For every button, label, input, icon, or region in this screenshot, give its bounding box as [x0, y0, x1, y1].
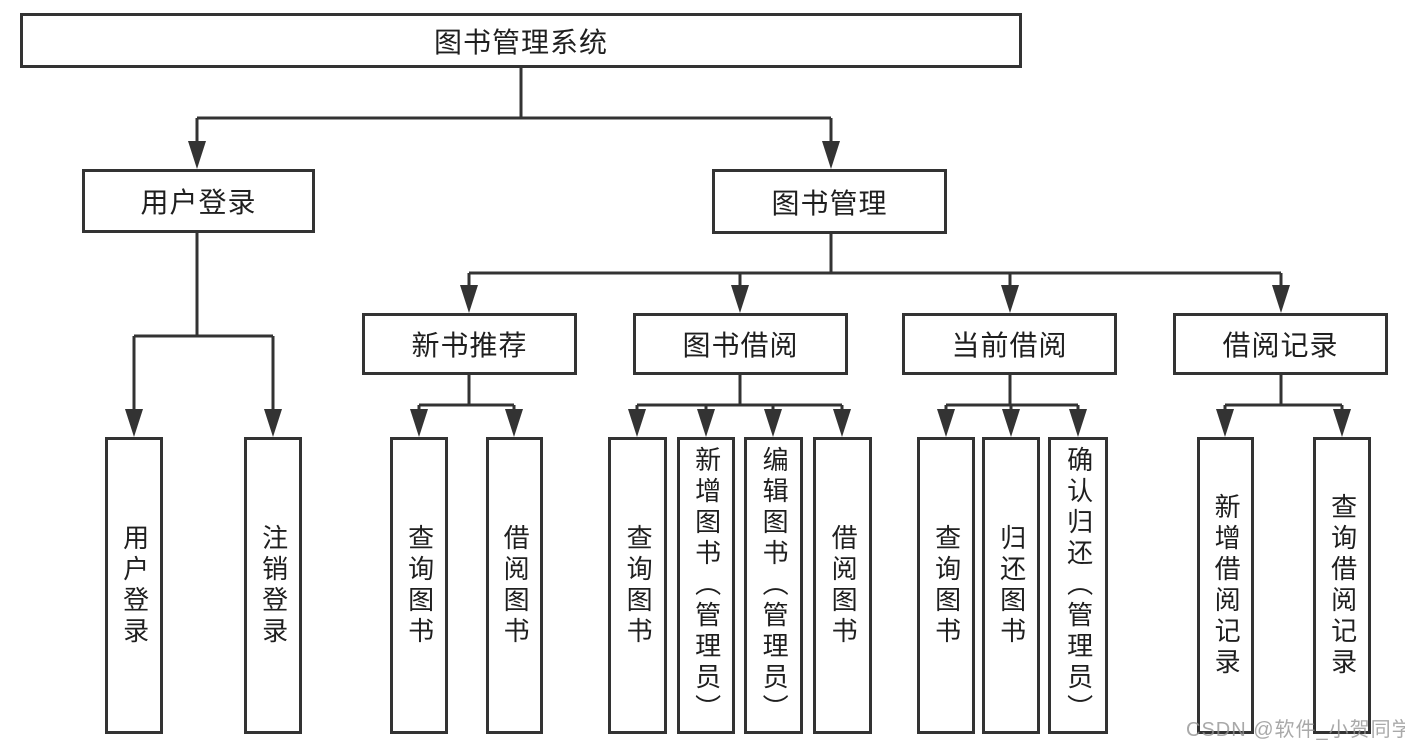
leaf-search-books-borrowing-label: 查询图书 [623, 523, 654, 648]
leaf-logout: 注销登录 [244, 437, 302, 734]
leaf-confirm-return-admin: 确认归还（管理员） [1048, 437, 1108, 734]
node-user-login: 用户登录 [82, 169, 315, 233]
leaf-confirm-return-admin-label: 确认归还（管理员） [1063, 446, 1094, 725]
leaf-borrow-books-borrowing-label: 借阅图书 [828, 523, 859, 648]
leaf-return-books-label: 归还图书 [996, 523, 1027, 648]
node-borrowing-records: 借阅记录 [1173, 313, 1388, 375]
leaf-add-borrow-record: 新增借阅记录 [1197, 437, 1254, 734]
node-book-management: 图书管理 [712, 169, 947, 234]
leaf-add-borrow-record-label: 新增借阅记录 [1211, 492, 1242, 679]
node-new-book-recommendation: 新书推荐 [362, 313, 577, 375]
leaf-search-books-current-label: 查询图书 [931, 523, 962, 648]
leaf-search-books-recommend: 查询图书 [390, 437, 448, 734]
leaf-user-login-label: 用户登录 [119, 523, 150, 648]
leaf-edit-book-admin: 编辑图书（管理员） [744, 437, 803, 734]
leaf-search-borrow-record: 查询借阅记录 [1313, 437, 1371, 734]
leaf-borrow-books-recommend-label: 借阅图书 [500, 523, 531, 648]
leaf-user-login: 用户登录 [105, 437, 163, 734]
leaf-borrow-books-recommend: 借阅图书 [486, 437, 543, 734]
node-current-borrowing: 当前借阅 [902, 313, 1117, 375]
leaf-logout-label: 注销登录 [258, 523, 289, 648]
leaf-search-borrow-record-label: 查询借阅记录 [1327, 492, 1358, 679]
leaf-edit-book-admin-label: 编辑图书（管理员） [759, 446, 790, 725]
leaf-return-books: 归还图书 [982, 437, 1040, 734]
leaf-search-books-recommend-label: 查询图书 [404, 523, 435, 648]
node-library-management-system: 图书管理系统 [20, 13, 1022, 68]
node-book-borrowing: 图书借阅 [633, 313, 848, 375]
csdn-watermark: CSDN @软件_小贺同学 [1186, 719, 1405, 741]
leaf-search-books-borrowing: 查询图书 [608, 437, 667, 734]
leaf-search-books-current: 查询图书 [917, 437, 975, 734]
leaf-add-book-admin: 新增图书（管理员） [677, 437, 735, 734]
leaf-borrow-books-borrowing: 借阅图书 [813, 437, 872, 734]
leaf-add-book-admin-label: 新增图书（管理员） [691, 446, 722, 725]
